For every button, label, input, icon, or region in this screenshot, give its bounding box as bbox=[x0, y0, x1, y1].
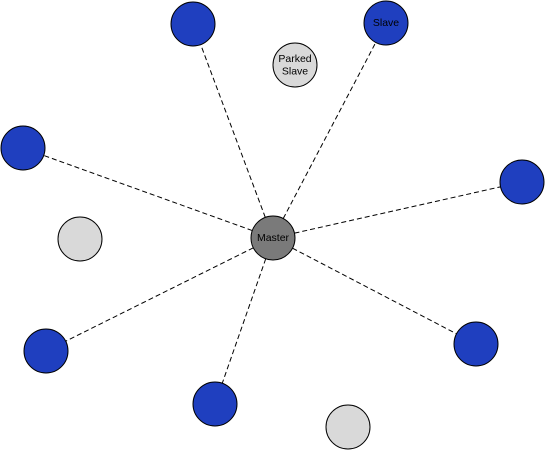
parked-node-circle bbox=[57, 216, 103, 262]
connection-line-5 bbox=[65, 247, 254, 342]
parked-node-circle bbox=[272, 42, 318, 88]
connection-line-7 bbox=[221, 258, 267, 384]
slave-node-3 bbox=[0, 125, 46, 171]
slave-node-7 bbox=[192, 381, 238, 427]
parked-slave-label: Slave bbox=[282, 65, 308, 77]
parked-slave-node-2 bbox=[57, 216, 103, 262]
slave-node-1 bbox=[170, 1, 216, 47]
slave-node-circle bbox=[499, 159, 545, 205]
slave-node-circle bbox=[170, 1, 216, 47]
slave-node-circle bbox=[0, 125, 46, 171]
parked-slave-node-3 bbox=[325, 404, 371, 450]
master-node: Master bbox=[250, 215, 296, 261]
master-node-circle bbox=[250, 215, 296, 261]
connection-line-6 bbox=[292, 247, 457, 335]
slave-node-6 bbox=[453, 321, 499, 367]
connection-line-2 bbox=[282, 42, 377, 219]
connection-line-4 bbox=[294, 186, 501, 234]
parked-slave-label: Parked bbox=[278, 53, 311, 65]
connection-line-3 bbox=[43, 154, 253, 232]
slave-node-circle bbox=[453, 321, 499, 367]
parked-node-circle bbox=[325, 404, 371, 450]
slave-label: Slave bbox=[373, 17, 399, 29]
connection-lines bbox=[43, 42, 501, 384]
slave-node-circle bbox=[363, 0, 409, 46]
slave-node-2: Slave bbox=[363, 0, 409, 46]
slave-node-circle bbox=[23, 328, 69, 374]
slave-node-4 bbox=[499, 159, 545, 205]
slave-node-circle bbox=[192, 381, 238, 427]
master-label: Master bbox=[257, 232, 290, 244]
slave-node-5 bbox=[23, 328, 69, 374]
connection-line-1 bbox=[200, 44, 266, 218]
